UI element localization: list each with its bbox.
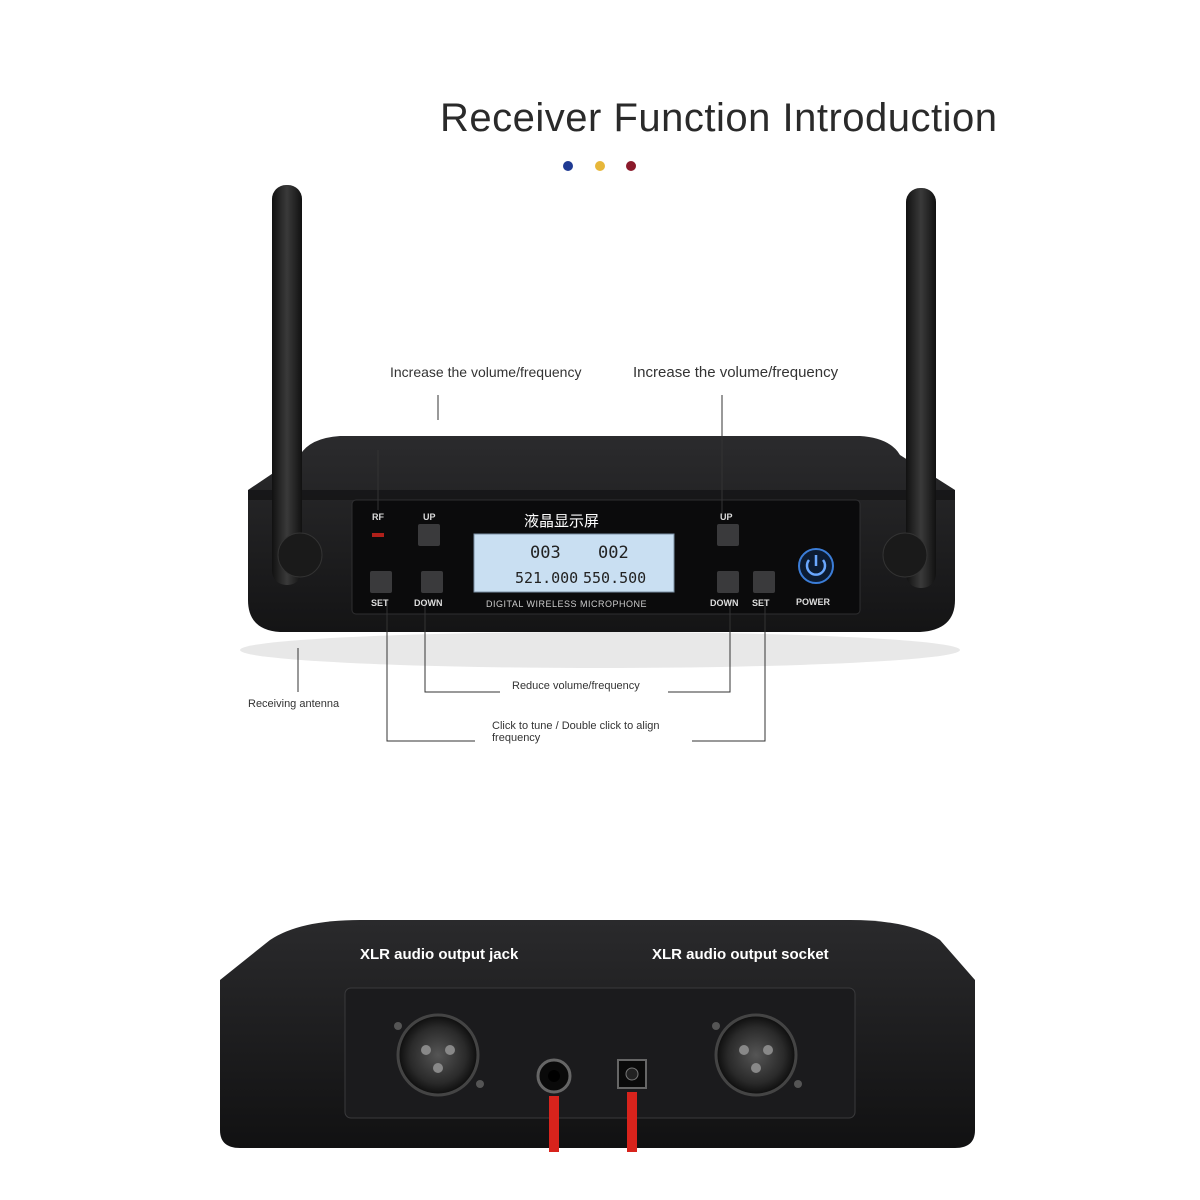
label-antenna: Receiving antenna (248, 698, 340, 710)
left-rf-label: RF (372, 512, 384, 522)
lcd-channel-a: 003 (530, 543, 561, 563)
xlr-left-icon (396, 1013, 480, 1097)
lcd-channel-b: 002 (598, 543, 629, 563)
label-set-line1: Click to tune / Double click to align (492, 720, 660, 732)
right-down-label: DOWN (710, 598, 739, 608)
label-xlr-socket: XLR audio output socket (652, 946, 829, 963)
left-antenna (272, 185, 302, 585)
power-label: POWER (796, 597, 831, 607)
left-down-label: DOWN (414, 598, 443, 608)
accent-dot-blue (563, 161, 573, 171)
lcd-frequency-a: 521.000 (515, 569, 579, 587)
accent-dot-yellow (595, 161, 605, 171)
page-title: Receiver Function Introduction (440, 96, 998, 140)
label-reduce: Reduce volume/frequency (512, 680, 640, 692)
back-receiver-illustration (220, 920, 975, 1152)
lcd-frequency-b: 550.500 (583, 569, 647, 587)
brand-strip: DIGITAL WIRELESS MICROPHONE (486, 599, 648, 609)
left-up-label: UP (423, 512, 436, 522)
front-receiver-illustration (240, 185, 960, 742)
xlr-right-icon (714, 1013, 798, 1097)
label-xlr-jack: XLR audio output jack (360, 946, 519, 963)
left-set-label: SET (371, 598, 389, 608)
accent-dot-red (626, 161, 636, 171)
right-set-label: SET (752, 598, 770, 608)
lcd-caption: 液晶显示屏 (524, 513, 600, 530)
label-increase-left: Increase the volume/frequency (390, 364, 582, 380)
right-up-label: UP (720, 512, 733, 522)
right-antenna (906, 188, 936, 588)
label-increase-right: Increase the volume/frequency (633, 364, 839, 381)
label-set-line2: frequency (492, 732, 541, 744)
left-up-button-shape (418, 524, 440, 546)
